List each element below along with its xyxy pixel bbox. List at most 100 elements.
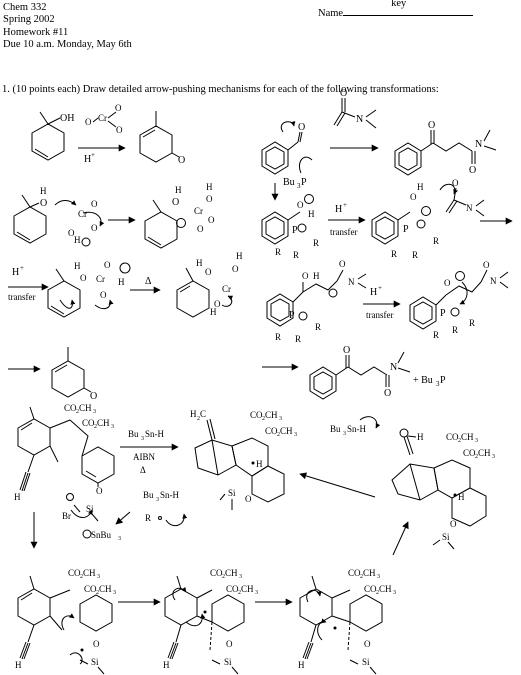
label-o: O [91, 199, 98, 209]
label-h: H [12, 267, 19, 278]
label-sub2: 2 [458, 438, 461, 444]
label-sub2: 2 [262, 416, 265, 422]
label-n: N [466, 203, 473, 213]
label-bu: Bu [330, 424, 341, 434]
label-co: CO [68, 568, 81, 578]
radical-intermediate-2: CO 2 CH 3 CO 2 CH 3 H O Si [163, 568, 258, 675]
label-sub2: 2 [96, 590, 99, 596]
label-p: P [440, 375, 446, 386]
label-o: O [364, 639, 371, 649]
label-ch: CH [241, 584, 254, 594]
label-h2c: H [190, 409, 197, 419]
label-sub2: 2 [94, 424, 97, 430]
label-r: R [433, 236, 439, 246]
label-cr: Cr [96, 274, 105, 284]
cro3-reagent: O Cr O O [85, 103, 123, 135]
label-sub2: 2 [277, 432, 280, 438]
label-sub2: 2 [76, 409, 79, 415]
label-snh: Sn-H [160, 490, 180, 500]
label-h: H [458, 492, 465, 502]
label-ch: CH [83, 568, 96, 578]
label-ch: CH [363, 568, 376, 578]
label-o: O [428, 120, 435, 131]
label-h: H [308, 209, 315, 219]
label-h: H [196, 258, 203, 268]
reaction-1-final-enone: O [51, 347, 97, 402]
label-r: R [433, 330, 439, 340]
vinyl-radical-intermediate: Bu 3 Sn-H H CO 2 CH 3 CO 2 CH 3 H O Si [330, 416, 495, 550]
label-sub3: 3 [279, 416, 282, 422]
label-si: Si [228, 488, 236, 498]
label-co: CO [348, 568, 361, 578]
label-o: O [339, 259, 346, 269]
label-h: H [206, 182, 213, 192]
label-h: H [118, 277, 125, 287]
label-p: P [440, 308, 446, 319]
label-r: R [469, 318, 475, 328]
term: Spring 2002 [3, 14, 55, 26]
label-co: CO [250, 410, 263, 420]
label-p: P [289, 310, 295, 321]
label-r: R [315, 322, 321, 332]
up-arrow [392, 521, 409, 556]
label-o: O [469, 165, 476, 176]
acrylamide: O N [333, 88, 377, 129]
label-r: R [452, 325, 458, 335]
label-co: CO [210, 568, 223, 578]
label-o: O [297, 200, 304, 210]
label-h: H [74, 261, 81, 271]
alkyne-precursor: CO 2 CH 3 CO 2 CH 3 H O Si Br SnBu 3 [14, 403, 121, 542]
label-h: H [84, 154, 91, 165]
label-co: CO [226, 584, 239, 594]
label-co: CO [463, 448, 476, 458]
label-snbu: SnBu [91, 530, 112, 540]
label-sub3: 3 [118, 536, 121, 542]
label-ch: CH [265, 410, 278, 420]
reaction-arrow [115, 511, 131, 525]
label-c: C [200, 409, 206, 419]
label-cr: Cr [78, 209, 87, 219]
label-r: R [313, 238, 319, 248]
label-h: H [335, 204, 342, 215]
label-h: H [417, 432, 424, 442]
label-h: H [236, 251, 243, 261]
label-delta: Δ [145, 276, 152, 287]
label-transfer: transfer [366, 310, 393, 320]
label-bu: Bu [128, 429, 139, 439]
label-sub2: 2 [238, 590, 241, 596]
label-co: CO [64, 403, 77, 413]
label-r: R [145, 513, 151, 523]
reaction-1-product-enone: O [139, 111, 185, 166]
label-h: H [40, 186, 47, 196]
label-ch: CH [478, 448, 491, 458]
label-o: O [91, 223, 98, 233]
radical-intermediate-3: CO 2 CH 3 CO 2 CH 3 H O Si [298, 568, 396, 675]
label-si: Si [86, 504, 94, 514]
label-o: O [68, 228, 75, 238]
protonated-chromate: O H Cr O H O [47, 260, 131, 318]
label-ch: CH [280, 426, 293, 436]
label-ch: CH [99, 584, 112, 594]
label-cr: Cr [222, 284, 231, 294]
label-sub2: 2 [475, 454, 478, 460]
name-value: key [391, 0, 407, 9]
label-sub2: 2 [376, 590, 379, 596]
label-bu: Bu [143, 490, 154, 500]
benzaldehyde: O [261, 121, 305, 175]
label-sub3: 3 [377, 574, 380, 580]
label-ch: CH [461, 432, 474, 442]
label-plus: + [343, 201, 347, 209]
label-p: P [301, 177, 307, 188]
label-ch: CH [225, 568, 238, 578]
label-o: O [340, 88, 347, 99]
oxaphosphetane-intermediate: O P R R R O N [409, 260, 509, 340]
label-o: O [410, 192, 417, 202]
label-h: H [163, 660, 170, 670]
label-p: P [292, 225, 298, 236]
label-h: H [313, 271, 320, 281]
label-r: R [391, 249, 397, 259]
label-sub3: 3 [255, 590, 258, 596]
label-si: Si [442, 532, 450, 542]
